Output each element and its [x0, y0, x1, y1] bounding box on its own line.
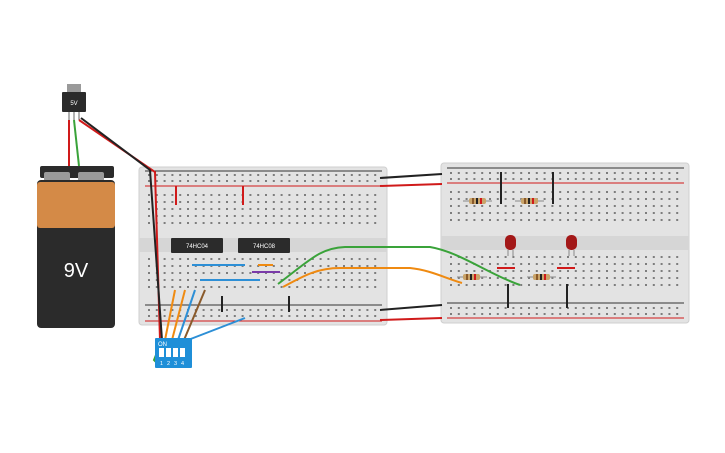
wire-black-bridge — [379, 173, 443, 179]
dip-label-3: 3 — [174, 361, 177, 367]
chip-74hc04-label: 74HC04 — [186, 244, 209, 250]
resistor-1[interactable] — [463, 198, 492, 204]
dip-toggle-1[interactable] — [159, 348, 164, 357]
battery-label: 9V — [64, 260, 89, 282]
chip-74hc04[interactable]: 74HC04 — [171, 238, 223, 253]
chip-74hc08-label: 74HC08 — [253, 244, 276, 250]
wire-red-bridge — [379, 183, 443, 187]
wire-red-bridge-bottom — [379, 317, 443, 321]
regulator-label: 5V — [70, 101, 77, 107]
resistor-3[interactable] — [457, 274, 487, 280]
resistor-4[interactable] — [527, 274, 556, 280]
wire-orange-a — [164, 289, 176, 341]
dip-switch[interactable]: ON 1 2 3 4 — [155, 338, 192, 368]
chip-74hc08[interactable]: 74HC08 — [238, 238, 290, 253]
wire-blue-b — [187, 317, 246, 341]
resistor-2[interactable] — [515, 198, 544, 204]
dip-label-1: 1 — [160, 361, 163, 367]
wire-brown — [183, 289, 206, 341]
dip-on-label: ON — [158, 342, 167, 348]
voltage-regulator[interactable]: 5V — [62, 84, 86, 120]
dip-toggle-3[interactable] — [173, 348, 178, 357]
wire-blue-a — [177, 289, 196, 341]
wire-black-reg-board — [80, 117, 163, 341]
led-1[interactable] — [505, 235, 516, 256]
wire-orange-long — [282, 267, 463, 288]
wire-green-long — [277, 246, 521, 286]
breadboard-right[interactable] — [440, 162, 690, 324]
wire-green-reg-batt — [73, 119, 80, 167]
wire-orange-b — [171, 289, 186, 341]
dip-toggle-4[interactable] — [180, 348, 185, 357]
dip-toggle-2[interactable] — [166, 348, 171, 357]
breadboard-right-holes — [450, 172, 679, 315]
battery-9v[interactable]: 9V — [37, 166, 115, 328]
wire-black-bridge-bottom — [379, 304, 443, 311]
dip-label-2: 2 — [167, 361, 170, 367]
led-2[interactable] — [566, 235, 577, 256]
dip-label-4: 4 — [181, 361, 184, 367]
